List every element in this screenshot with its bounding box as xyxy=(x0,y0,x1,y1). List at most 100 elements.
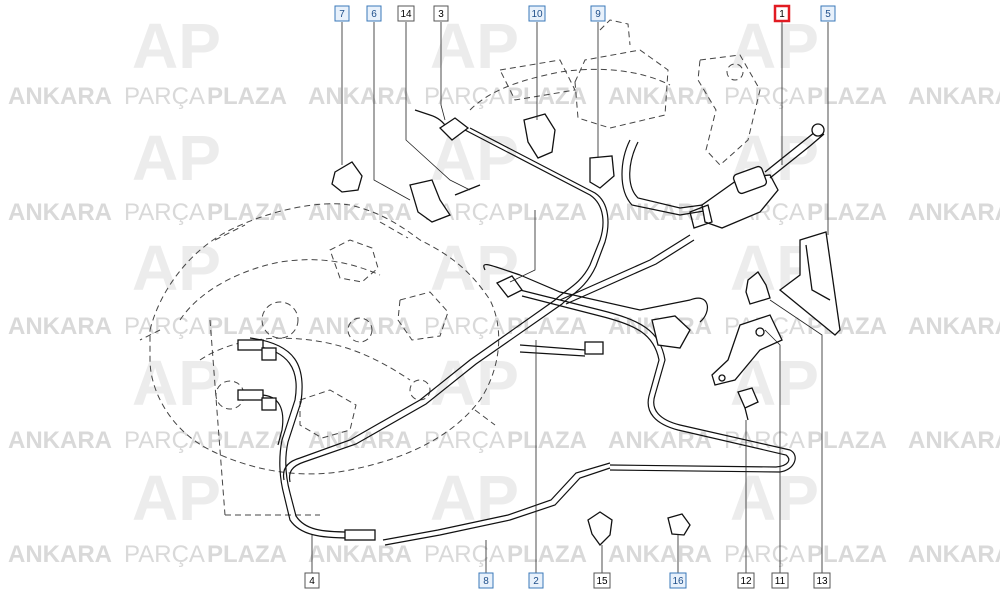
callout-15[interactable]: 15 xyxy=(593,572,611,589)
watermark-logo: AP xyxy=(132,462,221,534)
callout-label: 5 xyxy=(825,9,831,20)
callout-label: 11 xyxy=(775,576,786,587)
watermark-text: ANKARA xyxy=(608,427,712,454)
watermark-text: PLAZA xyxy=(507,541,587,568)
watermark-text: PLAZA xyxy=(807,427,887,454)
watermark-text: ANKARA xyxy=(908,199,1000,226)
watermark-text: PLAZA xyxy=(207,427,287,454)
watermark-text: PLAZA xyxy=(807,83,887,110)
callout-label: 4 xyxy=(309,576,315,587)
watermark-text: ANKARA xyxy=(908,83,1000,110)
watermark-text: PARÇA xyxy=(424,541,505,568)
watermark-text: PLAZA xyxy=(207,541,287,568)
watermark-text: ANKARA xyxy=(608,83,712,110)
watermark-row: ANKARA PARÇA PLAZA ANKARA PARÇA PLAZA AN… xyxy=(8,427,1000,454)
watermark-row: ANKARA PARÇA PLAZA ANKARA PARÇA PLAZA AN… xyxy=(8,541,1000,568)
watermark-logo: AP xyxy=(430,347,519,419)
clutch-master-cylinder xyxy=(689,123,825,229)
callout-10[interactable]: 10 xyxy=(528,5,546,22)
callout-5[interactable]: 5 xyxy=(820,5,836,22)
watermark-text: PARÇA xyxy=(124,83,205,110)
parts xyxy=(237,113,841,546)
watermark-text: ANKARA xyxy=(308,83,412,110)
callout-label: 16 xyxy=(672,576,684,587)
slave-cylinder xyxy=(651,315,691,349)
clip-6 xyxy=(409,179,481,223)
callout-2[interactable]: 2 xyxy=(528,572,544,589)
watermark-text: PARÇA xyxy=(124,313,205,340)
watermark-text: PLAZA xyxy=(507,199,587,226)
watermark-logo: AP xyxy=(730,462,819,534)
callout-label: 1 xyxy=(779,9,785,20)
watermark-text: ANKARA xyxy=(908,541,1000,568)
watermark-logo: AP xyxy=(430,462,519,534)
watermark-text: PLAZA xyxy=(807,199,887,226)
callout-label: 6 xyxy=(371,9,377,20)
hose-end xyxy=(438,117,523,298)
watermark-text: ANKARA xyxy=(308,199,412,226)
callout-16[interactable]: 16 xyxy=(669,572,687,589)
callout-11[interactable]: 11 xyxy=(771,572,789,589)
callout-label: 10 xyxy=(531,9,543,20)
bolt xyxy=(737,387,759,421)
clip-10 xyxy=(523,113,556,159)
watermark-text: PARÇA xyxy=(424,427,505,454)
callout-label: 8 xyxy=(483,576,489,587)
clip-7 xyxy=(331,161,363,193)
watermark-text: PLAZA xyxy=(207,199,287,226)
watermark-text: PARÇA xyxy=(424,83,505,110)
watermark-text: ANKARA xyxy=(608,541,712,568)
callout-3[interactable]: 3 xyxy=(433,5,449,22)
watermark-logo: AP xyxy=(132,347,221,419)
watermark-text: ANKARA xyxy=(908,313,1000,340)
callout-label: 14 xyxy=(400,9,412,20)
watermark-text: ANKARA xyxy=(8,83,112,110)
pipe-fittings xyxy=(237,339,604,541)
callout-label: 3 xyxy=(438,9,444,20)
callout-label: 13 xyxy=(816,576,828,587)
callout-12[interactable]: 12 xyxy=(737,572,755,589)
callout-1[interactable]: 1 xyxy=(773,4,791,23)
callouts: 7 6 14 3 10 9 1 5 xyxy=(304,4,836,589)
watermark-text: PARÇA xyxy=(124,199,205,226)
callout-13[interactable]: 13 xyxy=(813,572,831,589)
callout-9[interactable]: 9 xyxy=(590,5,606,22)
callout-label: 2 xyxy=(533,576,539,587)
bracket xyxy=(778,231,841,336)
callout-14[interactable]: 14 xyxy=(397,5,415,22)
callout-label: 15 xyxy=(596,576,608,587)
watermark-text: ANKARA xyxy=(8,541,112,568)
watermark-text: ANKARA xyxy=(8,427,112,454)
plate-bracket xyxy=(711,314,783,386)
leader-lines xyxy=(311,22,829,575)
callout-6[interactable]: 6 xyxy=(366,5,382,22)
watermark-text: ANKARA xyxy=(8,199,112,226)
watermark-text: ANKARA xyxy=(908,427,1000,454)
callout-label: 9 xyxy=(595,9,601,20)
watermark-text: PLAZA xyxy=(207,313,287,340)
watermark-text: ANKARA xyxy=(308,541,412,568)
watermark-text: PLAZA xyxy=(207,83,287,110)
watermark-text: PARÇA xyxy=(124,541,205,568)
watermark-text: PLAZA xyxy=(507,313,587,340)
watermark-text: ANKARA xyxy=(308,313,412,340)
watermark-text: PARÇA xyxy=(424,313,505,340)
watermark-row: ANKARA PARÇA PLAZA ANKARA PARÇA PLAZA AN… xyxy=(8,199,1000,226)
clip-15 xyxy=(587,511,613,546)
hydraulic-pipes xyxy=(249,109,796,546)
callout-label: 7 xyxy=(339,9,345,20)
watermark-logo: AP xyxy=(430,122,519,194)
clip xyxy=(745,271,771,305)
callout-7[interactable]: 7 xyxy=(334,5,350,22)
watermark-logo: AP xyxy=(132,10,221,82)
watermark-text: ANKARA xyxy=(8,313,112,340)
watermark-text: PLAZA xyxy=(507,427,587,454)
watermark-logo: AP xyxy=(132,232,221,304)
callout-8[interactable]: 8 xyxy=(478,572,494,589)
callout-label: 12 xyxy=(740,576,752,587)
watermark-row: ANKARA PARÇA PLAZA ANKARA PARÇA PLAZA AN… xyxy=(8,83,1000,110)
callout-4[interactable]: 4 xyxy=(304,572,320,589)
watermark-text: PARÇA xyxy=(124,427,205,454)
clip-16 xyxy=(667,513,691,536)
